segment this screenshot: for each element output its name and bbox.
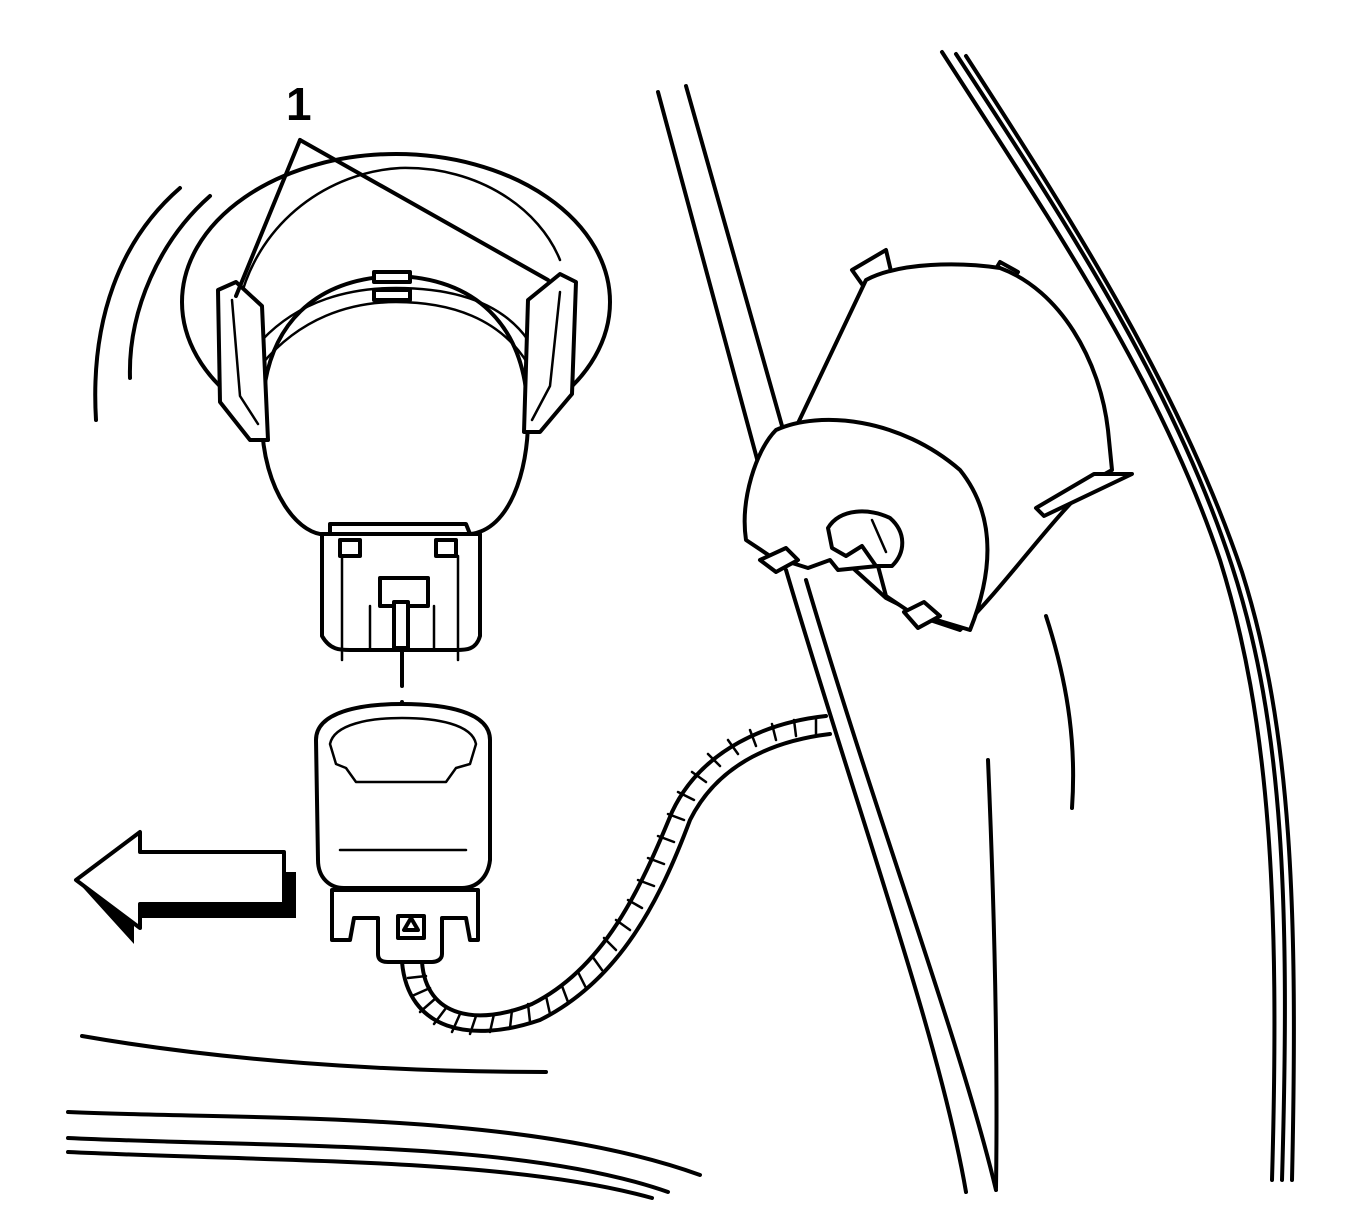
callout-1: 1	[234, 78, 550, 298]
arrow-left-icon	[74, 830, 296, 944]
motion-arcs	[93, 186, 212, 422]
sensor-socket	[320, 532, 482, 662]
floor-lines	[66, 1034, 702, 1200]
sensor-housing	[180, 152, 612, 537]
wiring-harness	[400, 714, 832, 1036]
sensor-bracket	[742, 248, 1134, 632]
harness-connector	[314, 702, 492, 964]
bumper-edges	[656, 50, 1296, 1194]
callout-label: 1	[286, 78, 312, 130]
